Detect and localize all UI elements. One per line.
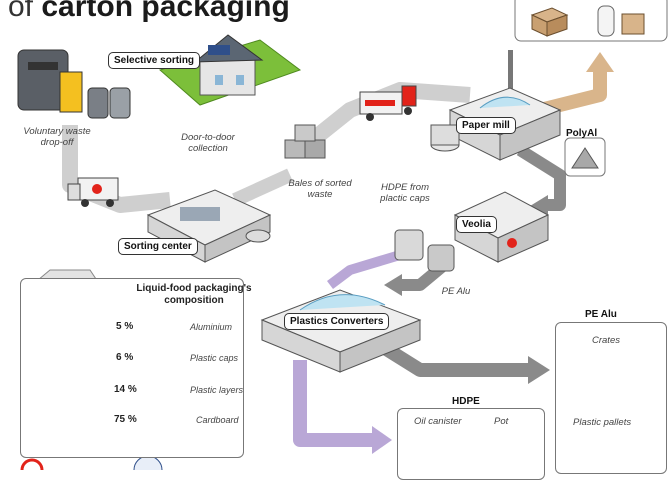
label-paper-mill: Paper mill [456,117,516,134]
hdpe-panel [397,408,545,480]
arrowhead-converters [384,274,402,296]
label-door-to-door: Door-to-door collection [181,132,235,154]
arrowhead-veolia [530,195,548,217]
pct-plastic-caps: 6 % [116,352,134,363]
label-crates: Crates [592,335,620,346]
label-sorting-center: Sorting center [118,238,198,255]
composition-title: Liquid-food packaging's composition [136,283,252,306]
pe-alu-panel [555,322,667,474]
name-cardboard: Cardboard [196,415,239,425]
label-pe-alu-small: PE Alu [441,286,471,297]
collection-truck [67,177,119,207]
paper-mill-building [430,50,562,161]
flow-arrow-to-veolia [516,144,566,211]
name-aluminium: Aluminium [190,322,233,332]
pct-plastic-layers: 14 % [114,384,137,395]
name-plastic-layers: Plastic layers [190,385,244,395]
label-veolia: Veolia [456,216,497,233]
bales-illustration [284,124,326,159]
title-prefix: of [8,0,34,23]
label-voluntary-dropoff: Voluntary waste drop-off [23,126,91,148]
protection-badge-icon [133,455,163,470]
label-pe-alu-panel: PE Alu [585,309,617,320]
flow-arrow-to-bales [232,168,293,207]
dropoff-bins [17,49,131,119]
products-panel [514,0,668,42]
label-oil-canister: Oil canister [414,416,462,427]
label-bales: Bales of sorted waste [288,178,352,200]
pct-cardboard: 75 % [114,414,137,425]
label-plastics-converters: Plastics Converters [284,313,390,330]
flow-arrow-to-products [538,70,607,117]
pct-aluminium: 5 % [116,321,134,332]
label-pot: Pot [494,416,509,427]
label-polyal: PolyAl [566,128,598,139]
material-bags [394,229,455,272]
label-hdpe-caps: HDPE from plactic caps [380,182,430,204]
flow-arrow-to-pealu [376,339,530,377]
label-selective-sorting: Selective sorting [108,52,201,69]
veolia-logo-icon [20,458,44,470]
label-hdpe-panel: HDPE [452,396,480,407]
arrowhead-products [586,52,614,72]
title-main: carton packaging [41,0,290,23]
transport-truck [359,85,417,121]
arrowhead-pealu [528,356,550,384]
label-plastic-pallets: Plastic pallets [573,417,632,428]
page-title: of carton packaging [8,0,290,24]
flow-arrow-to-hdpe [293,360,375,447]
name-plastic-caps: Plastic caps [190,353,239,363]
polyal-material [564,137,606,177]
house-illustration [158,34,302,106]
composition-panel [20,278,244,458]
flow-arrow-hdpe-caps [327,250,402,289]
arrowhead-hdpe [372,426,392,454]
